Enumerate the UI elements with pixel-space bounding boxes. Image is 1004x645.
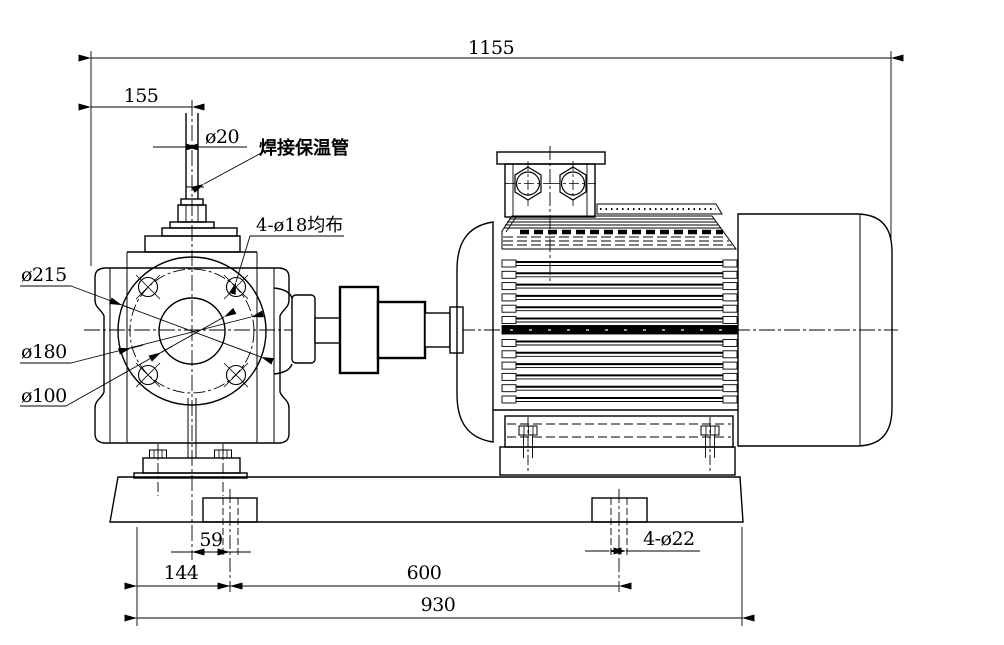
base-hole-boss-right xyxy=(591,497,648,523)
dim-hole-spacing: 600 xyxy=(407,562,442,584)
dim-bolt-circle: ø180 xyxy=(21,341,67,363)
base-hole-hidden-lines xyxy=(222,498,628,557)
motor-end-bell xyxy=(456,221,494,443)
pump-body xyxy=(94,113,290,479)
leader-d180-arrow2 xyxy=(118,344,144,355)
cable-glands xyxy=(505,161,596,206)
pump-anchor-bolts xyxy=(149,449,232,459)
leader-d100 xyxy=(65,307,237,407)
dim-overall-length: 1155 xyxy=(468,37,514,59)
dim-pipe-diameter: ø20 xyxy=(205,126,239,148)
cooling-fins xyxy=(501,259,738,404)
dim-base-length: 930 xyxy=(421,594,456,616)
dim-flange-outer: ø215 xyxy=(21,264,67,286)
flange-outer-circle xyxy=(117,256,267,406)
base-hole-boss-left xyxy=(202,497,258,523)
bore-circle xyxy=(158,297,226,365)
label-flange-holes: 4-ø18均布 xyxy=(256,215,343,236)
motor-rail xyxy=(499,446,736,476)
terminal-box xyxy=(504,163,596,218)
leader-weld-pipe xyxy=(191,151,264,193)
pump-shaft xyxy=(314,317,341,344)
leader-d215-arrow2 xyxy=(109,297,135,311)
coupling-half-pump xyxy=(338,285,380,375)
pump-pedestal-plate xyxy=(133,472,248,479)
fan-cowl xyxy=(737,213,893,447)
motor-shaft xyxy=(424,312,451,348)
dim-center-to-hole: 59 xyxy=(199,529,222,551)
dim-pipe-offset: 155 xyxy=(124,85,159,107)
casing-outline xyxy=(94,267,290,444)
dimension-texts: 1155 155 ø20 焊接保温管 4-ø18均布 ø215 ø180 ø10… xyxy=(21,37,695,616)
leader-d215 xyxy=(70,285,274,365)
bearing-housing xyxy=(291,294,316,364)
motor-top-band xyxy=(501,203,737,250)
leader-d180 xyxy=(70,310,264,364)
flange-bolt-holes xyxy=(135,274,249,388)
centerlines xyxy=(84,100,898,592)
label-base-holes: 4-ø22 xyxy=(643,528,695,550)
base-plate xyxy=(109,476,744,523)
motor-anchor-bolts xyxy=(518,425,720,458)
motor xyxy=(456,151,893,476)
base-frame xyxy=(109,476,744,557)
bolt-circle xyxy=(129,268,255,394)
leader-d100-arrow2 xyxy=(148,345,173,362)
leader-flange-holes xyxy=(229,235,251,295)
upper-housing xyxy=(144,235,241,253)
coupling-half-motor xyxy=(376,300,427,360)
dim-bore: ø100 xyxy=(21,385,67,407)
dimensions xyxy=(20,51,904,626)
top-cap-plate xyxy=(161,227,238,237)
terminal-box-lid xyxy=(496,151,606,165)
center-fin-band xyxy=(501,325,738,335)
dim-edge-to-hole: 144 xyxy=(164,562,199,584)
label-weld-pipe: 焊接保温管 xyxy=(259,137,349,159)
motor-foot xyxy=(504,415,734,448)
coupling-assembly xyxy=(273,285,464,375)
